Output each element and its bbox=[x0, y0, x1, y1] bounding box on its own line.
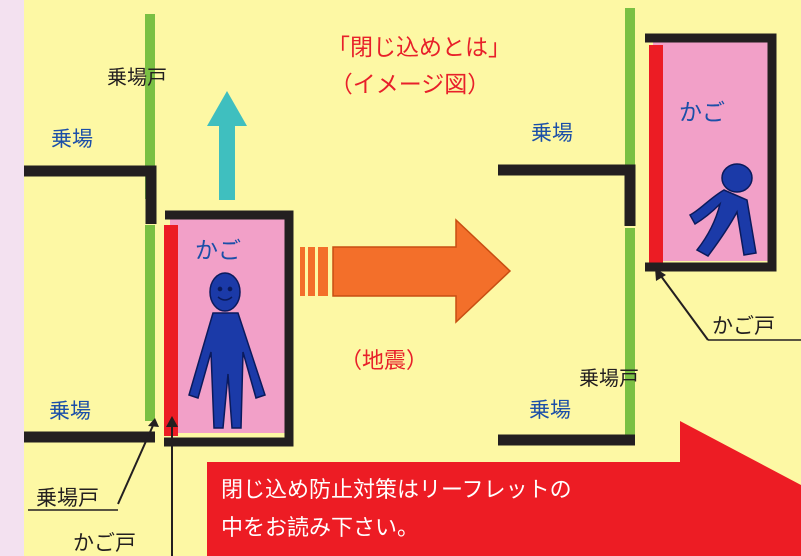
left-car-frame bbox=[164, 210, 294, 447]
bottom-car-door-label: かご戸 bbox=[73, 531, 136, 555]
left-upper-landing-label: 乗場 bbox=[51, 127, 93, 151]
right-upper-landing-floor bbox=[498, 164, 636, 226]
up-arrow-icon bbox=[207, 91, 247, 200]
right-car-label: かご bbox=[679, 100, 725, 126]
sitting-person-icon bbox=[688, 163, 757, 257]
standing-person-face bbox=[217, 286, 233, 301]
earthquake-label: （地震） bbox=[340, 349, 428, 374]
left-car-label: かご bbox=[195, 238, 241, 264]
title-line-1: 「閉じ込めとは」 bbox=[327, 35, 511, 61]
right-car-door-leader-line bbox=[657, 271, 709, 341]
notice-banner-arrow bbox=[207, 421, 801, 556]
standing-person-icon bbox=[188, 272, 266, 429]
bottom-landing-door-label: 乗場戸 bbox=[36, 486, 99, 510]
earthquake-arrow-icon bbox=[300, 218, 512, 324]
banner-line-1: 閉じ込め防止対策はリーフレットの bbox=[221, 478, 572, 503]
right-landing-door-label: 乗場戸 bbox=[579, 366, 639, 390]
right-car-door bbox=[649, 45, 663, 263]
banner-line-2: 中をお読み下さい。 bbox=[221, 516, 419, 541]
left-car-door bbox=[164, 225, 178, 436]
landing-door-leader-arrowhead bbox=[148, 418, 159, 427]
right-upper-landing-label: 乗場 bbox=[531, 121, 573, 145]
left-landing-door-lower bbox=[145, 225, 155, 421]
right-landing-door-upper bbox=[625, 8, 635, 203]
left-landing-door-upper bbox=[145, 14, 155, 199]
car-door-leader-arrowhead bbox=[166, 416, 178, 427]
left-upper-landing-door-label: 乗場戸 bbox=[107, 65, 167, 89]
right-car-door-label: かご戸 bbox=[712, 314, 775, 338]
right-car-door-leader-arrowhead bbox=[655, 268, 666, 281]
right-car-frame bbox=[645, 33, 777, 272]
right-landing-door-lower bbox=[625, 228, 635, 440]
title-line-2: （イメージ図） bbox=[330, 72, 491, 98]
landing-door-leader-line bbox=[117, 420, 156, 505]
left-lower-landing-label: 乗場 bbox=[49, 399, 91, 423]
right-lower-landing-label: 乗場 bbox=[529, 398, 571, 422]
left-upper-landing-floor bbox=[24, 165, 157, 224]
